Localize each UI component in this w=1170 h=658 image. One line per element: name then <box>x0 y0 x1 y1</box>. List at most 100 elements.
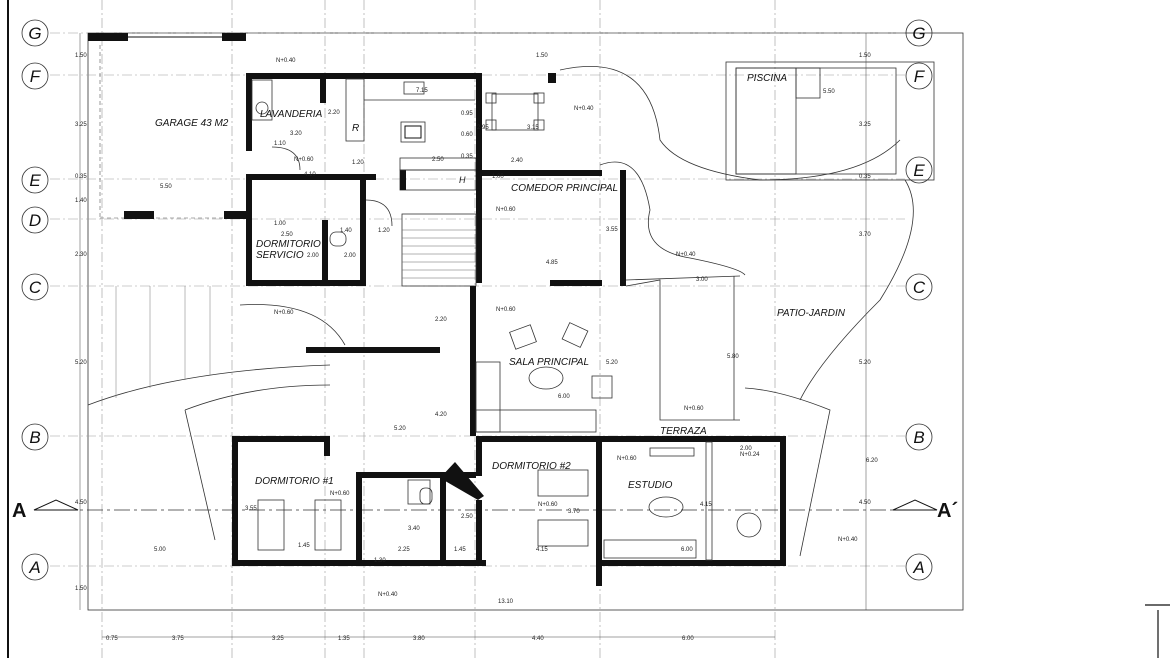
dim-text: 4.50 <box>859 500 871 506</box>
dim-text: 0.35 <box>461 154 473 160</box>
dim-text: 3.25 <box>272 636 284 642</box>
staircase <box>401 213 477 287</box>
axis-label: A <box>912 558 924 577</box>
dim-text: 3.25 <box>859 122 871 128</box>
level-marks: N+0.40 N+0.60 N+0.60 N+0.40 N+0.60 N+0.4… <box>274 58 858 598</box>
dim-text: 5.00 <box>154 547 166 553</box>
terrace: TERRAZA PATIO-JARDIN <box>599 161 846 557</box>
dim-text: 2.20 <box>435 317 447 323</box>
sala-label: SALA PRINCIPAL <box>509 357 589 368</box>
dim-text: 1.30 <box>374 558 386 564</box>
bedroom-block: DORMITORIO #1 DORMITORIO #2 <box>232 436 602 586</box>
level-mark: N+0.40 <box>276 58 296 64</box>
level-mark: N+0.40 <box>378 592 398 598</box>
dim-text: 2.50 <box>461 514 473 520</box>
axis-label: B <box>29 428 40 447</box>
dim-text: 4.15 <box>536 547 548 553</box>
section-mark-right: A´ <box>892 499 958 522</box>
kitchen <box>364 81 477 171</box>
axis-bubble-c-left: C <box>21 273 49 301</box>
dim-text: 1.50 <box>859 53 871 59</box>
level-mark: N+0.60 <box>496 307 516 313</box>
section-letter: A <box>12 500 26 522</box>
comedor-label: COMEDOR PRINCIPAL <box>511 183 618 194</box>
dim-text: 2.50 <box>281 232 293 238</box>
grid-axis-right: G F E C B A <box>905 19 933 581</box>
dim-text: 3.75 <box>172 636 184 642</box>
axis-label: F <box>30 67 42 86</box>
axis-bubble-f-left: F <box>21 62 49 90</box>
dim-text: 1.50 <box>75 586 87 592</box>
axis-bubble-g-left: G <box>21 19 49 47</box>
dim-text: 2.50 <box>432 157 444 163</box>
level-mark: N+0.60 <box>330 491 350 497</box>
axis-bubble-b-right: B <box>905 423 933 451</box>
bottom-dimensions: 0.75 3.75 3.25 1.35 3.80 4.40 6.00 <box>102 636 775 642</box>
level-mark: N+0.40 <box>676 252 696 258</box>
level-mark: N+0.60 <box>274 310 294 316</box>
dim-text: 3.40 <box>408 526 420 532</box>
dim-text: 1.20 <box>378 228 390 234</box>
dim-text: 0.95 <box>461 111 473 117</box>
dim-text: 1.00 <box>274 221 286 227</box>
dining: COMEDOR PRINCIPAL <box>476 73 626 286</box>
dim-text: 2.20 <box>328 110 340 116</box>
level-mark: N+0.40 <box>838 537 858 543</box>
drawing-frame <box>7 0 1170 658</box>
dim-text: 5.20 <box>75 360 87 366</box>
dim-text: 4.50 <box>75 500 87 506</box>
axis-bubble-d-left: D <box>21 206 49 234</box>
dim-text: 3.80 <box>413 636 425 642</box>
estudio-label: ESTUDIO <box>628 480 673 491</box>
driveway <box>87 286 346 541</box>
lavanderia-label: LAVANDERIA <box>260 109 323 120</box>
terraza-label: TERRAZA <box>660 426 707 437</box>
axis-bubble-g-right: G <box>905 19 933 47</box>
dim-text: 1.20 <box>352 160 364 166</box>
dim-text: 5.20 <box>606 360 618 366</box>
dim-text: 0.75 <box>106 636 118 642</box>
dim-text: 2.00 <box>344 253 356 259</box>
dim-text: 4.20 <box>435 412 447 418</box>
dim-text: 6.00 <box>681 547 693 553</box>
h-box-label: H <box>459 175 466 185</box>
dim-text: 1.45 <box>454 547 466 553</box>
axis-label: C <box>913 278 926 297</box>
axis-label: G <box>912 24 925 43</box>
level-mark: N+0.60 <box>684 406 704 412</box>
dim-text: 7.15 <box>416 88 428 94</box>
dim-text: 1.00 <box>492 174 504 180</box>
dim-text: 0.35 <box>75 174 87 180</box>
dim-text: 5.50 <box>823 89 835 95</box>
dim-text: 3.55 <box>606 227 618 233</box>
dim-text: 2.95 <box>477 125 489 131</box>
axis-label: F <box>914 67 926 86</box>
patio-boundary <box>799 179 914 401</box>
level-mark: N+0.24 <box>740 452 760 458</box>
dim-text: 5.80 <box>727 354 739 360</box>
axis-bubble-b-left: B <box>21 423 49 451</box>
pool: PISCINA <box>559 61 935 181</box>
dim-text: 3.20 <box>290 131 302 137</box>
living: SALA PRINCIPAL <box>306 286 613 436</box>
dim-text: 3.70 <box>568 509 580 515</box>
axis-bubble-f-right: F <box>905 62 933 90</box>
level-mark: N+0.40 <box>574 106 594 112</box>
dim-text: 2.30 <box>75 252 87 258</box>
level-mark: N+0.60 <box>294 157 314 163</box>
dormitorio2-label: DORMITORIO #2 <box>492 461 571 472</box>
axis-label: C <box>29 278 42 297</box>
axis-bubble-a-right: A <box>905 553 933 581</box>
dim-text: 1.10 <box>274 141 286 147</box>
dim-text: 3.55 <box>245 506 257 512</box>
garage-label: GARAGE 43 M2 <box>155 118 229 129</box>
dim-text: 3.15 <box>527 125 539 131</box>
dim-text: 13.10 <box>498 599 514 605</box>
dormitorio-servicio-label: DORMITORIO <box>256 239 321 250</box>
garage: GARAGE 43 M2 <box>88 33 246 219</box>
dim-text: 1.45 <box>298 543 310 549</box>
dormitorio-servicio-label-2: SERVICIO <box>256 250 304 261</box>
dim-text: 4.85 <box>546 260 558 266</box>
section-letter: A´ <box>937 500 958 522</box>
